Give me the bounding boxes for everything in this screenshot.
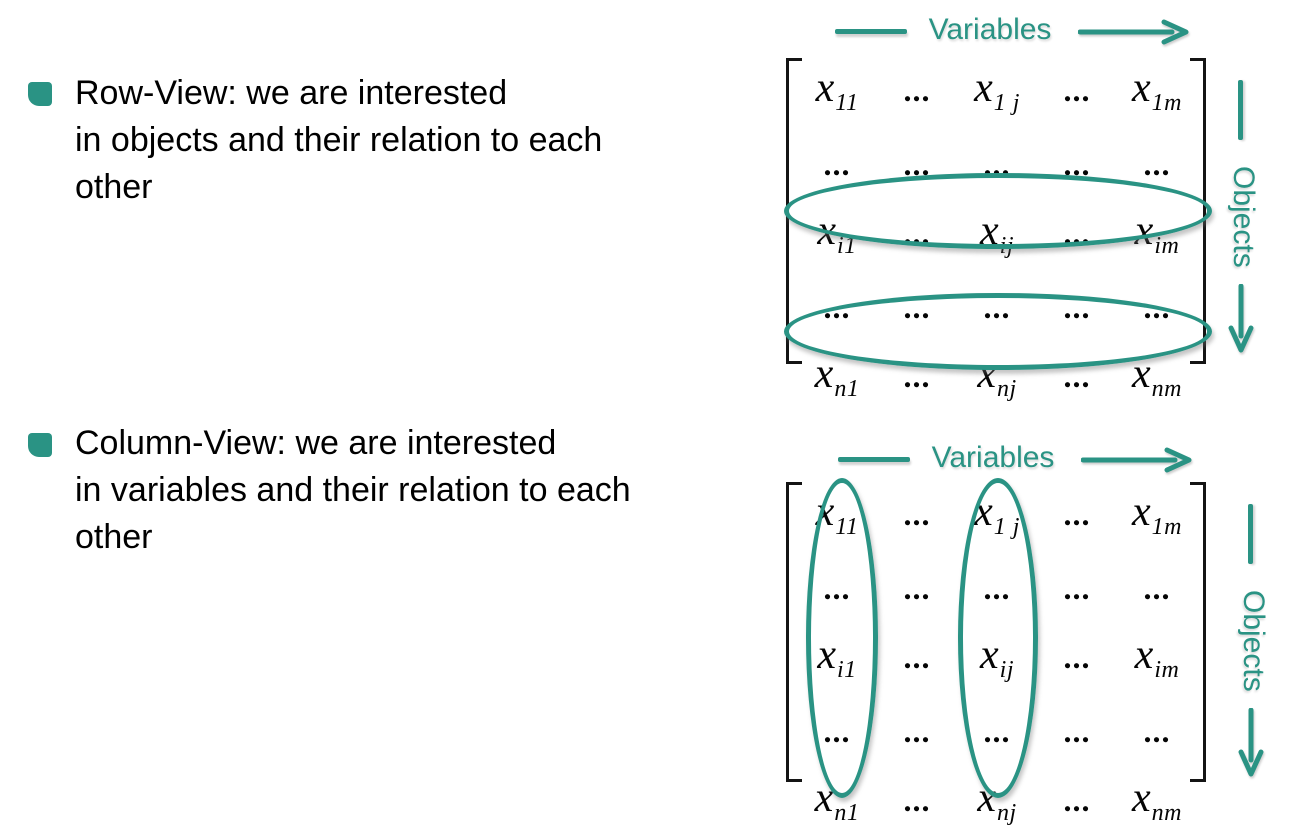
matrix-entry-cell: x11: [797, 58, 877, 134]
matrix-entry-cell: x1m: [1117, 58, 1197, 134]
matrix-entry-base: ...: [903, 782, 931, 818]
bullet-line: Row-View: we are interested: [75, 74, 508, 112]
matrix-entry-subscript: nm: [1151, 800, 1182, 826]
matrix-bracket-left: [786, 482, 802, 782]
matrix-entry-base: x: [1132, 65, 1151, 111]
matrix-entry-base: ...: [1063, 496, 1091, 532]
matrix-entry-subscript: 11: [835, 90, 859, 116]
matrix-dots-cell: ...: [1037, 627, 1117, 694]
matrix-dots-cell: ...: [877, 627, 957, 694]
matrix-entry-base: ...: [1063, 72, 1091, 108]
row-highlight-ellipse: [784, 173, 1212, 249]
matrix-entry-cell: x1m: [1117, 482, 1197, 558]
variables-arrow-icon: [1078, 19, 1189, 45]
variables-label: Variables: [931, 441, 1055, 474]
matrix-entry-base: x: [1132, 775, 1151, 821]
matrix-entry-cell: xnj: [957, 768, 1037, 830]
bullet-line: Column-View: we are interested: [75, 424, 557, 462]
matrix-entry-cell: x1 j: [957, 58, 1037, 134]
objects-label: Objects: [1237, 590, 1270, 692]
matrix-entry-subscript: nm: [1151, 376, 1182, 402]
bullet-line: other: [75, 168, 153, 206]
matrix-entry-subscript: im: [1154, 657, 1180, 683]
matrix-dots-cell: ...: [1037, 558, 1117, 625]
matrix-entry-base: x: [815, 65, 835, 111]
matrix-row: x11...x1 j...x1m: [797, 58, 1197, 134]
matrix-dots-cell: ...: [1037, 701, 1117, 768]
matrix-entry-subscript: n1: [834, 800, 860, 826]
matrix-entry-base: ...: [903, 570, 931, 606]
matrix-entry-subscript: nj: [996, 376, 1017, 402]
matrix-entry-base: ...: [1143, 570, 1171, 606]
matrix-entry-base: x: [1132, 489, 1151, 535]
matrix-entry-subscript: 1m: [1151, 514, 1182, 540]
matrix-entry-base: x: [1134, 632, 1154, 678]
matrix-entry-base: ...: [1063, 639, 1091, 675]
variables-arrow-icon: [1081, 447, 1192, 473]
matrix-entry-base: x: [974, 65, 993, 111]
matrix-dots-cell: ...: [877, 558, 957, 625]
matrix-entry-base: ...: [903, 713, 931, 749]
matrix-entry-cell: xim: [1117, 625, 1197, 701]
matrix-entry-base: ...: [903, 496, 931, 532]
matrix-entry-base: ...: [823, 146, 851, 182]
bullet-icon: [28, 433, 52, 457]
objects-arrow-icon: [1238, 708, 1264, 777]
matrix-entry-cell: xnm: [1117, 344, 1197, 420]
matrix-entry-subscript: 1 j: [993, 90, 1020, 116]
matrix-entry-subscript: n1: [834, 376, 860, 402]
matrix-entry-base: ...: [1063, 570, 1091, 606]
matrix-dots-cell: ...: [1117, 558, 1197, 625]
bullet-line: in variables and their relation to each: [75, 471, 631, 509]
matrix-dots-cell: ...: [1037, 484, 1117, 551]
matrix-bracket-right: [1190, 482, 1206, 782]
matrix-dots-cell: ...: [1117, 701, 1197, 768]
variables-line-segment: [838, 457, 910, 462]
row-highlight-ellipse: [784, 293, 1212, 370]
bullet-line: in objects and their relation to each: [75, 121, 603, 159]
bullet-icon: [28, 82, 52, 106]
objects-label: Objects: [1227, 166, 1260, 268]
bullet-line: other: [75, 518, 153, 556]
objects-line-segment: [1248, 504, 1253, 564]
column-highlight-ellipse: [806, 478, 878, 798]
matrix-entry-subscript: i1: [836, 233, 857, 259]
matrix-entry-cell: xnm: [1117, 768, 1197, 830]
matrix-entry-base: ...: [903, 639, 931, 675]
matrix-entry-base: ...: [903, 72, 931, 108]
matrix-dots-cell: ...: [877, 770, 957, 830]
matrix-dots-cell: ...: [877, 484, 957, 551]
matrix-dots-cell: ...: [1037, 770, 1117, 830]
bullet-row-view-text: Row-View: we are interested in objects a…: [75, 70, 755, 211]
matrix-entry-base: ...: [1063, 713, 1091, 749]
matrix-entry-subscript: 1m: [1151, 90, 1182, 116]
objects-arrow-icon: [1228, 284, 1254, 353]
matrix-entry-base: ...: [1143, 146, 1171, 182]
matrix-entry-base: ...: [1143, 713, 1171, 749]
matrix-dots-cell: ...: [1037, 60, 1117, 127]
bullet-column-view-text: Column-View: we are interested in variab…: [75, 420, 755, 561]
objects-line-segment: [1238, 80, 1243, 140]
matrix-entry-cell: xn1: [797, 344, 877, 420]
matrix-entry-base: x: [814, 351, 834, 397]
matrix-entry-base: x: [1132, 351, 1151, 397]
matrix-dots-cell: ...: [797, 134, 877, 201]
matrix-dots-cell: ...: [877, 60, 957, 127]
matrix-entry-base: ...: [1063, 782, 1091, 818]
variables-line-segment: [835, 29, 907, 34]
matrix-entry-subscript: nj: [996, 800, 1017, 826]
matrix-dots-cell: ...: [877, 701, 957, 768]
matrix-dots-cell: ...: [1117, 134, 1197, 201]
matrix-entry-subscript: im: [1154, 233, 1180, 259]
column-highlight-ellipse: [958, 478, 1038, 798]
variables-label: Variables: [928, 13, 1052, 46]
